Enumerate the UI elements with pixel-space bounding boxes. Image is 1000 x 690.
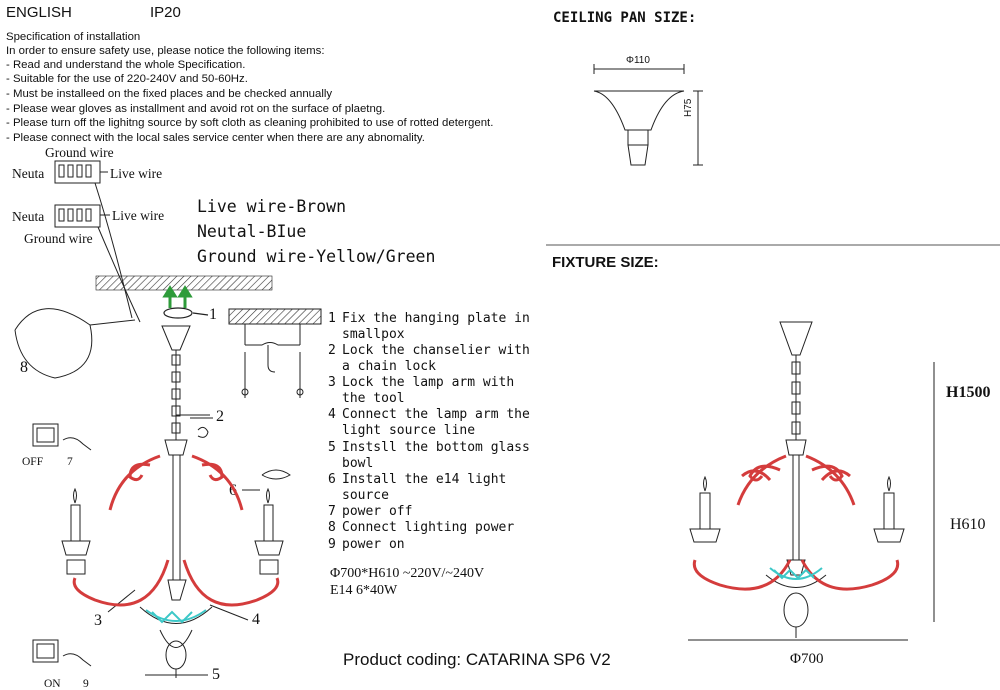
neutral-label-1: Neuta [12,166,45,181]
live-wire-label-2: Live wire [112,208,165,223]
neutral-label-2: Neuta [12,209,45,224]
ceiling-pan-title: CEILING PAN SIZE: [553,10,697,26]
spec-line: - Please connect with the local sales se… [6,132,425,144]
step-7: 7 power off [328,504,412,520]
step-number: 7 [328,504,336,519]
spec-bulb: E14 6*40W [330,583,398,598]
chandelier-installation-view [14,308,291,678]
fixture-body-height: H610 [950,516,986,533]
step-number: 3 [328,375,336,390]
legend-ground: Ground wire-Yellow/Green [197,247,436,266]
step-text: Connect lighting power [342,520,515,535]
spec-line: - Suitable for the use of 220-240V and 5… [6,73,248,85]
step-number: 5 [328,440,336,455]
ceiling-pan-diameter: Φ110 [626,55,650,66]
legend-neutral: Neutal-BIue [197,222,307,241]
spec-line: In order to ensure safety use, please no… [6,45,325,57]
callout-4: 4 [252,611,260,628]
step-number: 4 [328,407,336,422]
callout-3: 3 [94,612,102,629]
step-number: 9 [328,537,336,552]
legend-live: Live wire-Brown [197,197,347,216]
ip-rating-label: IP20 [150,4,181,21]
step-text: Install the e14 light [342,472,507,487]
switch-off-number: 7 [67,456,73,468]
mounting-detail [228,308,322,398]
ceiling-surface [95,275,273,291]
fixture-diameter: Φ700 [790,651,824,667]
step-3: 3 Lock the lamp arm with the tool [328,375,514,407]
step-text: power off [342,504,413,519]
hanging-plate [163,307,209,319]
step-number: 1 [328,311,336,326]
fixture-drawing [688,321,935,641]
product-coding: Product coding: CATARINA SP6 V2 [343,650,611,669]
step-text: the tool [342,391,405,406]
callout-6: 6 [229,482,237,499]
step-number: 6 [328,472,336,487]
fixture-total-height: H1500 [946,384,991,401]
spec-power: Φ700*H610 ~220V/~240V [330,566,485,581]
callout-5: 5 [212,666,220,683]
step-text: Lock the lamp arm with [342,375,515,390]
step-8: 8 Connect lighting power [328,520,514,536]
step-text: light source line [342,423,476,438]
step-text: Instsll the bottom glass [342,440,530,455]
spec-line: - Must be installeed on the fixed places… [6,88,333,100]
step-9: 9 power on [328,537,405,553]
terminal-block-top [54,160,101,184]
callout-2: 2 [216,408,224,425]
spec-line: - Read and understand the whole Specific… [6,59,246,71]
step-text: a chain lock [342,359,436,374]
fixture-size-title: FIXTURE SIZE: [552,254,659,271]
step-5: 5 Instsll the bottom glass bowl [328,440,530,472]
step-text: source [342,488,389,503]
ceiling-pan-height: H75 [683,98,694,117]
callout-1: 1 [209,306,217,323]
step-text: bowl [342,456,374,471]
live-wire-label-1: Live wire [110,166,163,181]
switch-on-number: 9 [83,678,89,690]
ground-wire-label-top: Ground wire [45,145,114,160]
step-6: 6 Install the e14 light source [328,472,506,504]
wire-lines [94,171,141,323]
spec-line: - Please wear gloves as installment and … [6,103,386,115]
step-2: 2 Lock the chanselier with a chain lock [328,343,530,375]
step-number: 2 [328,343,336,358]
step-text: power on [342,537,405,552]
glass-bowl-cyan [145,609,207,624]
spec-line: - Please turn off the lighitng source by… [6,117,494,129]
step-1: 1 Fix the hanging plate in smallpox [328,311,530,343]
switch-off-label: OFF [22,456,44,468]
fixture-arms-red [692,454,900,591]
green-screws [162,285,193,308]
step-text: smallpox [342,327,405,342]
terminal-block-bottom [54,204,101,228]
step-text: Fix the hanging plate in [342,311,530,326]
language-label: ENGLISH [6,4,72,21]
specification-title: Specification of installation [6,31,141,43]
switch-on-label: ON [44,678,61,690]
lamp-arms-red [72,454,280,607]
callout-8: 8 [20,359,28,376]
step-4: 4 Connect the lamp arm the light source l… [328,407,530,439]
step-number: 8 [328,520,336,535]
step-text: Connect the lamp arm the [342,407,530,422]
step-text: Lock the chanselier with [342,343,530,358]
ground-wire-label-bottom: Ground wire [24,231,93,246]
fixture-glass-cyan [769,567,823,580]
